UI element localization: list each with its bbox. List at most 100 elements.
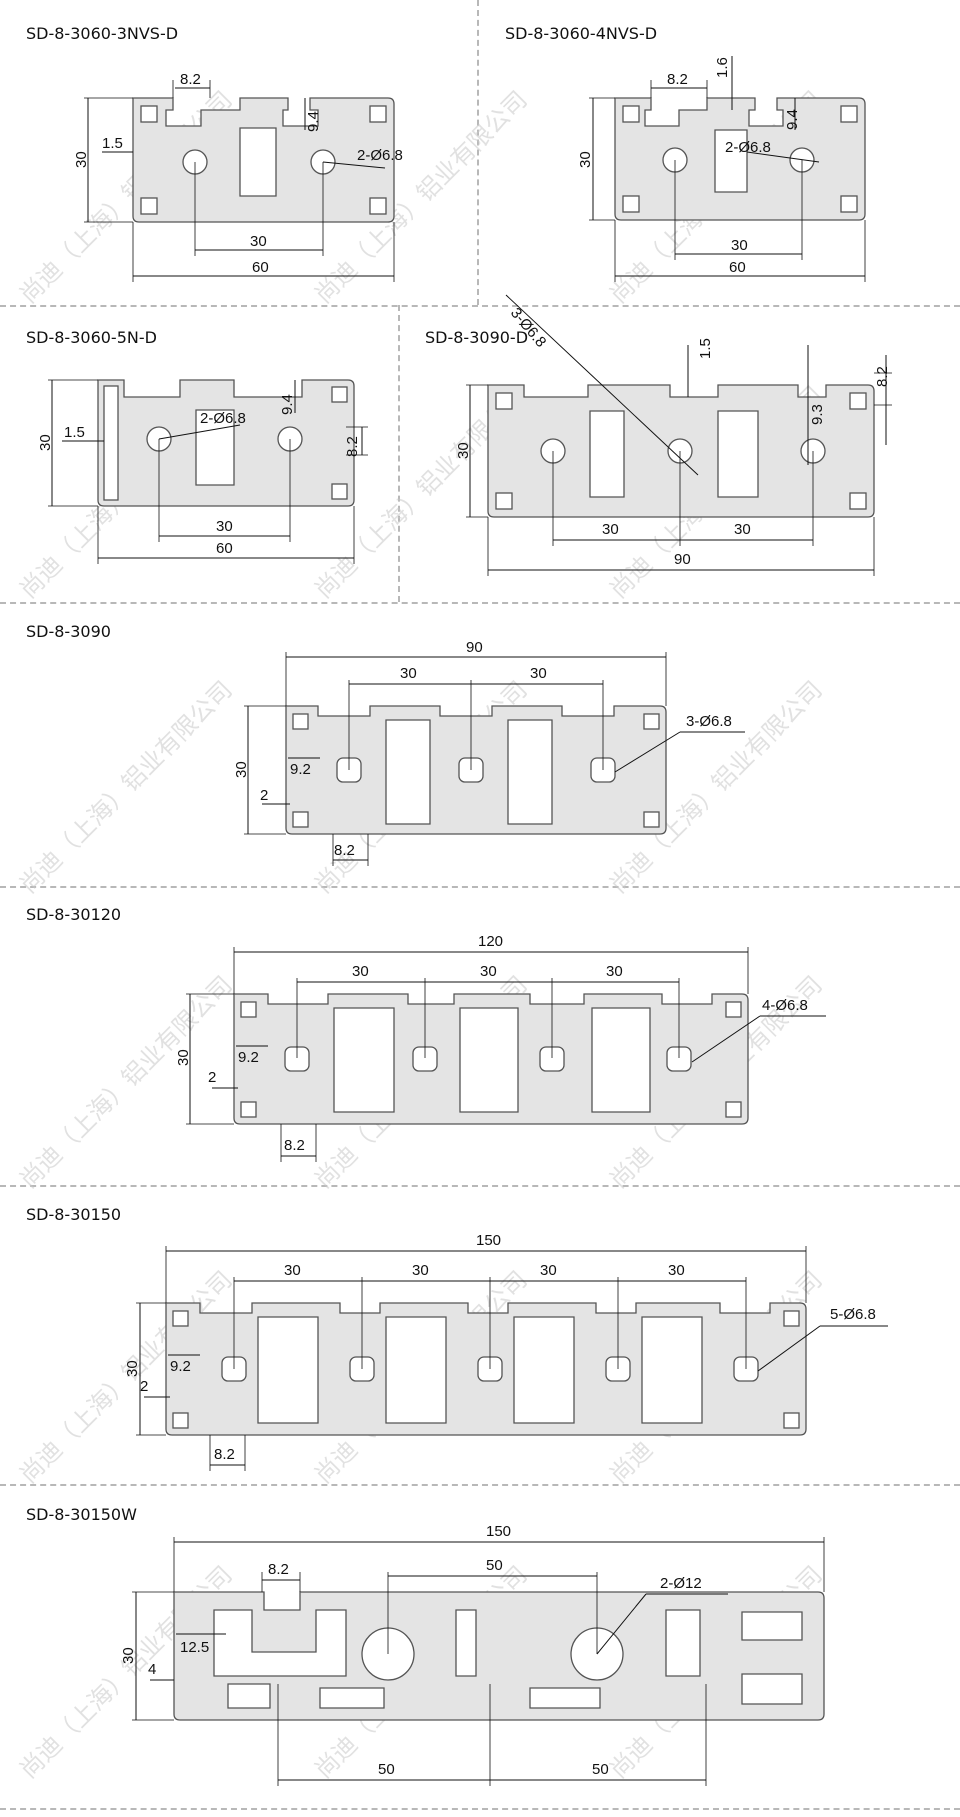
dim-pitch-3: 30: [606, 963, 623, 980]
dim-pitch-1: 50: [378, 1761, 395, 1778]
dim-pitch-3: 30: [540, 1262, 557, 1279]
dim-width: 90: [466, 639, 483, 656]
dim-pitch-2: 30: [412, 1262, 429, 1279]
dim-pitch: 30: [731, 237, 748, 254]
panel-title: SD-8-30150W: [26, 1505, 137, 1524]
dim-depth: 9.2: [238, 1049, 259, 1066]
dim-lip: 1.5: [697, 338, 714, 359]
dim-slot: 8.2: [874, 366, 891, 387]
dim-holes: 3-Ø6.8: [686, 713, 732, 730]
dimension-lines: [589, 56, 866, 282]
dim-depth: 9.2: [170, 1358, 191, 1375]
dim-width: 60: [729, 259, 746, 276]
profile-drawing-30150: 150 30 30 30 30 5-Ø6.8 30 9.2 2 8.2: [124, 1232, 888, 1471]
dim-slot: 8.2: [334, 842, 355, 859]
dim-depth: 12.5: [180, 1639, 209, 1656]
dim-slot: 8.2: [344, 436, 361, 457]
profile-outline: [165, 1302, 807, 1436]
dim-wall: 1.5: [64, 424, 85, 441]
profile-drawing-3060-3nvs: 30 8.2 9.4 1.5 2-Ø6.8 30 60: [73, 71, 403, 282]
profile-outline: [97, 379, 355, 507]
dim-pitch-2: 30: [530, 665, 547, 682]
dim-width: 120: [478, 933, 503, 950]
separator-1: [0, 305, 960, 307]
dim-holes: 2-Ø6.8: [357, 147, 403, 164]
dimension-lines: [84, 80, 395, 282]
dim-height: 30: [577, 151, 594, 168]
dimension-lines: [186, 947, 826, 1162]
dim-holes: 2-Ø6.8: [725, 139, 771, 156]
dim-width: 150: [486, 1523, 511, 1540]
profile-outline: [614, 97, 866, 221]
separator-4: [0, 1185, 960, 1187]
dim-holes: 2-Ø12: [660, 1575, 702, 1592]
profile-outline: [132, 97, 395, 223]
dim-height: 30: [37, 434, 54, 451]
profile-outline: [487, 384, 875, 518]
dim-width: 60: [216, 540, 233, 557]
dim-slot: 8.2: [214, 1446, 235, 1463]
separator-6: [0, 1808, 960, 1810]
dim-pitch-1: 30: [602, 521, 619, 538]
profile-drawing-3060-4nvs: 30 8.2 1.6 9.4 2-Ø6.8 30 60: [577, 56, 866, 282]
separator-2: [0, 602, 960, 604]
dim-pitch: 30: [216, 518, 233, 535]
dim-pitch-4: 30: [668, 1262, 685, 1279]
dim-holes: 5-Ø6.8: [830, 1306, 876, 1323]
separator-v1: [477, 0, 479, 305]
dim-holes: 3-Ø6.8: [507, 305, 550, 351]
dim-wall: 2: [140, 1378, 148, 1395]
dim-depth: 9.2: [290, 761, 311, 778]
dim-height: 30: [455, 442, 472, 459]
dimension-lines: [136, 1246, 888, 1471]
dim-pitch-1: 30: [284, 1262, 301, 1279]
panel-title: SD-8-3090-D: [425, 328, 529, 347]
separator-v2: [398, 305, 400, 602]
dim-pitch-2: 50: [592, 1761, 609, 1778]
dim-wall: 4: [148, 1661, 156, 1678]
dim-holes: 4-Ø6.8: [762, 997, 808, 1014]
profile-drawing-3090-d: 3-Ø6.8 1.5 8.2 9.3 30 30 30 90: [455, 294, 892, 576]
dimension-lines: [132, 1537, 825, 1786]
panel-title: SD-8-3060-4NVS-D: [505, 24, 658, 43]
profile-drawing-30150w: 150 8.2 50 2-Ø12 30 12.5 4 50 50: [120, 1523, 825, 1786]
dim-pitch-1: 30: [352, 963, 369, 980]
dim-height: 30: [233, 761, 250, 778]
dim-width: 150: [476, 1232, 501, 1249]
dim-width: 60: [252, 259, 269, 276]
dim-depth: 9.3: [809, 404, 826, 425]
dim-lip: 1.6: [714, 57, 731, 78]
dim-slot: 8.2: [268, 1561, 289, 1578]
dimension-lines: [48, 379, 368, 564]
dim-pitch-2: 30: [480, 963, 497, 980]
dim-height: 30: [120, 1647, 137, 1664]
dim-wall: 1.5: [102, 135, 123, 152]
profile-drawing-3090: 90 30 30 3-Ø6.8 30 9.2 2 8.2: [233, 639, 745, 866]
dim-depth: 9.4: [305, 111, 322, 132]
dim-pitch: 30: [250, 233, 267, 250]
profile-outline: [285, 705, 667, 835]
panel-title: SD-8-3060-3NVS-D: [26, 24, 179, 43]
profile-outline: [233, 993, 749, 1125]
dim-slot: 8.2: [180, 71, 201, 88]
dim-pitch-2: 30: [734, 521, 751, 538]
dim-depth: 9.4: [784, 109, 801, 130]
separator-3: [0, 886, 960, 888]
profile-drawing-30120: 120 30 30 30 4-Ø6.8 30 9.2 2 8.2: [175, 933, 826, 1162]
dimension-lines: [244, 652, 745, 866]
separator-5: [0, 1484, 960, 1486]
profile-drawing-3060-5n: 30 1.5 9.4 2-Ø6.8 8.2 30 60: [37, 379, 368, 564]
panel-title: SD-8-30150: [26, 1205, 122, 1224]
dim-depth: 9.4: [279, 394, 296, 415]
dim-wall: 2: [208, 1069, 216, 1086]
dim-wall: 2: [260, 787, 268, 804]
dim-height: 30: [73, 151, 90, 168]
dim-slot: 8.2: [667, 71, 688, 88]
panel-title: SD-8-3090: [26, 622, 111, 641]
panel-title: SD-8-30120: [26, 905, 122, 924]
dim-slot: 8.2: [284, 1137, 305, 1154]
dim-height: 30: [124, 1360, 141, 1377]
dim-height: 30: [175, 1049, 192, 1066]
dim-holes: 2-Ø6.8: [200, 410, 246, 427]
panel-title: SD-8-3060-5N-D: [26, 328, 157, 347]
